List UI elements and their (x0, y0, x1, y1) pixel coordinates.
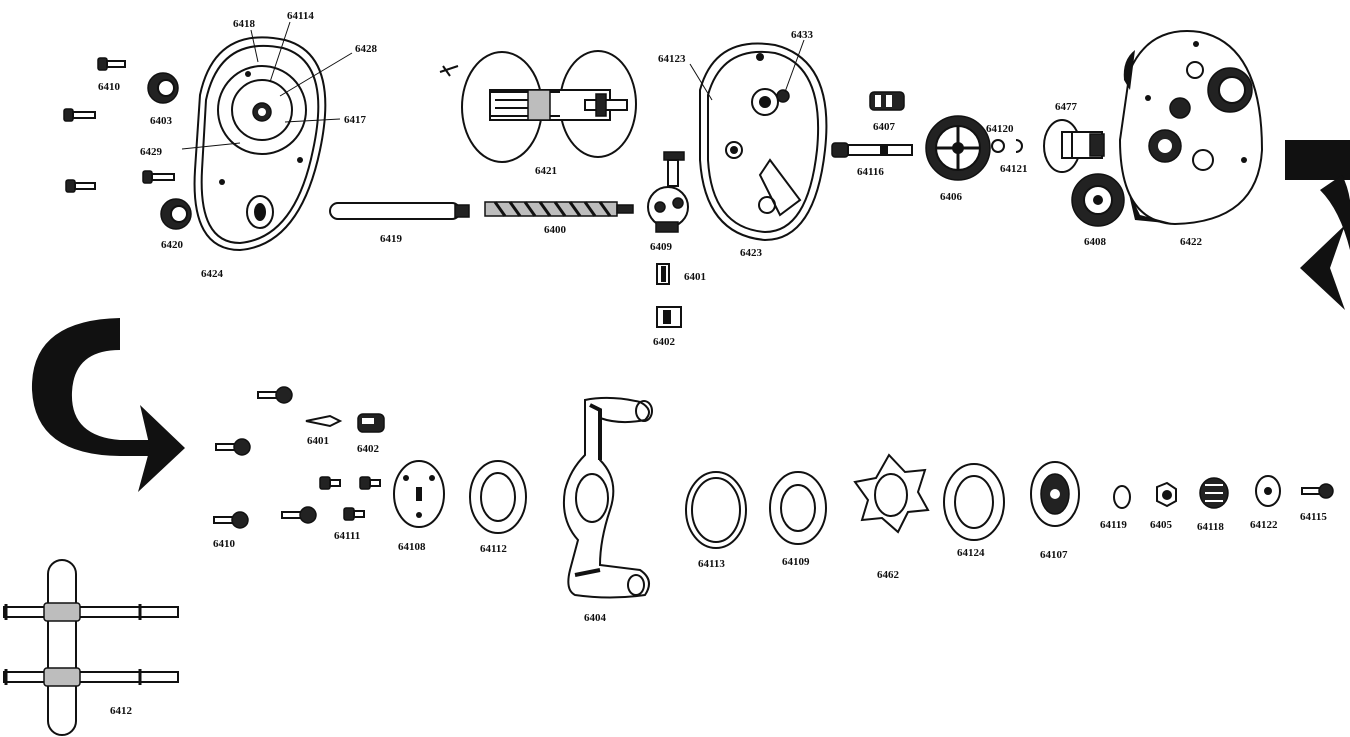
label-64107: 64107 (1040, 549, 1068, 561)
screw-left-2 (65, 179, 96, 193)
label-6409: 6409 (650, 241, 673, 253)
spring-64118 (1199, 477, 1229, 509)
pawl-6401-bottom (305, 414, 343, 428)
label-64123: 64123 (658, 53, 686, 65)
worm-shaft-6400 (484, 201, 634, 217)
label-6404: 6404 (584, 612, 607, 624)
label-64108: 64108 (398, 541, 426, 553)
label-64113: 64113 (698, 558, 725, 570)
pinion-6407 (869, 91, 905, 111)
label-6422: 6422 (1180, 236, 1203, 248)
screws-64111 (319, 476, 381, 521)
label-6402-top: 6402 (653, 336, 676, 348)
label-6428: 6428 (355, 43, 378, 55)
side-plate-6424 (193, 36, 327, 252)
label-6429: 6429 (140, 146, 163, 158)
guide-6412 (3, 559, 179, 736)
label-64109: 64109 (782, 556, 810, 568)
screw-left-1 (63, 108, 96, 122)
screw-bottom-4 (281, 506, 317, 524)
label-64112: 64112 (480, 543, 507, 555)
label-6418: 6418 (233, 18, 256, 30)
washer-64122 (1255, 475, 1281, 507)
part-labels: 6410 6403 6418 64114 6428 6417 6429 6420… (98, 10, 1327, 717)
leader-lines-frame (689, 39, 805, 101)
washer-64120 (991, 139, 1005, 153)
label-6412: 6412 (110, 705, 133, 717)
rod-6419 (329, 202, 470, 220)
label-64116: 64116 (857, 166, 884, 178)
label-64124: 64124 (957, 547, 985, 559)
label-6462: 6462 (877, 569, 900, 581)
label-6424: 6424 (201, 268, 224, 280)
handle-6404 (562, 396, 653, 599)
pawl-6402-bottom (357, 413, 385, 433)
label-6420: 6420 (161, 239, 184, 251)
label-6423: 6423 (740, 247, 763, 259)
label-64122: 64122 (1250, 519, 1278, 531)
disc-64108 (393, 460, 445, 528)
label-6433: 6433 (791, 29, 814, 41)
label-6403: 6403 (150, 115, 173, 127)
label-64111: 64111 (334, 530, 360, 542)
drag-cap-64107 (1030, 461, 1080, 527)
label-6400: 6400 (544, 224, 567, 236)
label-6402-bottom: 6402 (357, 443, 380, 455)
label-6406: 6406 (940, 191, 963, 203)
washer-64119 (1113, 485, 1131, 509)
cap-6420 (160, 198, 192, 230)
direction-arrow-right (1285, 140, 1350, 310)
label-64118: 64118 (1197, 521, 1224, 533)
label-64121: 64121 (1000, 163, 1028, 175)
drive-gear-6406 (925, 115, 991, 181)
screw-64115 (1301, 483, 1334, 499)
screw-bottom-1 (257, 386, 293, 404)
label-6417: 6417 (344, 114, 367, 126)
shaft-64116 (831, 142, 913, 158)
label-64115: 64115 (1300, 511, 1327, 523)
washer-64112 (469, 460, 527, 534)
pawl-carrier-6409 (647, 151, 689, 233)
screw-6410-top (97, 57, 126, 71)
leader-lines-plate (181, 21, 353, 150)
clip-64121 (1015, 139, 1023, 153)
washer-64109 (769, 471, 827, 545)
washer-64124 (943, 463, 1005, 541)
screw-bottom-2 (215, 438, 251, 456)
label-6405: 6405 (1150, 519, 1173, 531)
sleeve-6477 (1043, 119, 1105, 173)
label-6419: 6419 (380, 233, 403, 245)
spool-6421 (439, 50, 637, 163)
pawl-6401-top (656, 263, 670, 285)
washer-64113 (685, 471, 747, 549)
label-6401-top: 6401 (684, 271, 706, 283)
frame-plate-6423 (699, 42, 828, 242)
screw-left-3 (142, 170, 175, 184)
direction-arrow-curved (31, 318, 185, 492)
screw-6410-bottom (213, 511, 249, 529)
label-6421: 6421 (535, 165, 557, 177)
nut-6405 (1156, 481, 1177, 508)
end-plate-6422 (1118, 30, 1264, 226)
label-6408: 6408 (1084, 236, 1107, 248)
label-6407: 6407 (873, 121, 896, 133)
label-6410-top: 6410 (98, 81, 121, 93)
label-64114: 64114 (287, 10, 314, 22)
pawl-6402-top (656, 306, 682, 328)
label-6477: 6477 (1055, 101, 1078, 113)
label-64120: 64120 (986, 123, 1014, 135)
label-64119: 64119 (1100, 519, 1127, 531)
cap-6403 (147, 72, 179, 104)
star-drag-6462 (853, 453, 930, 534)
gear-6408 (1071, 173, 1125, 227)
label-6410-bottom: 6410 (213, 538, 236, 550)
label-6401-bottom: 6401 (307, 435, 329, 447)
